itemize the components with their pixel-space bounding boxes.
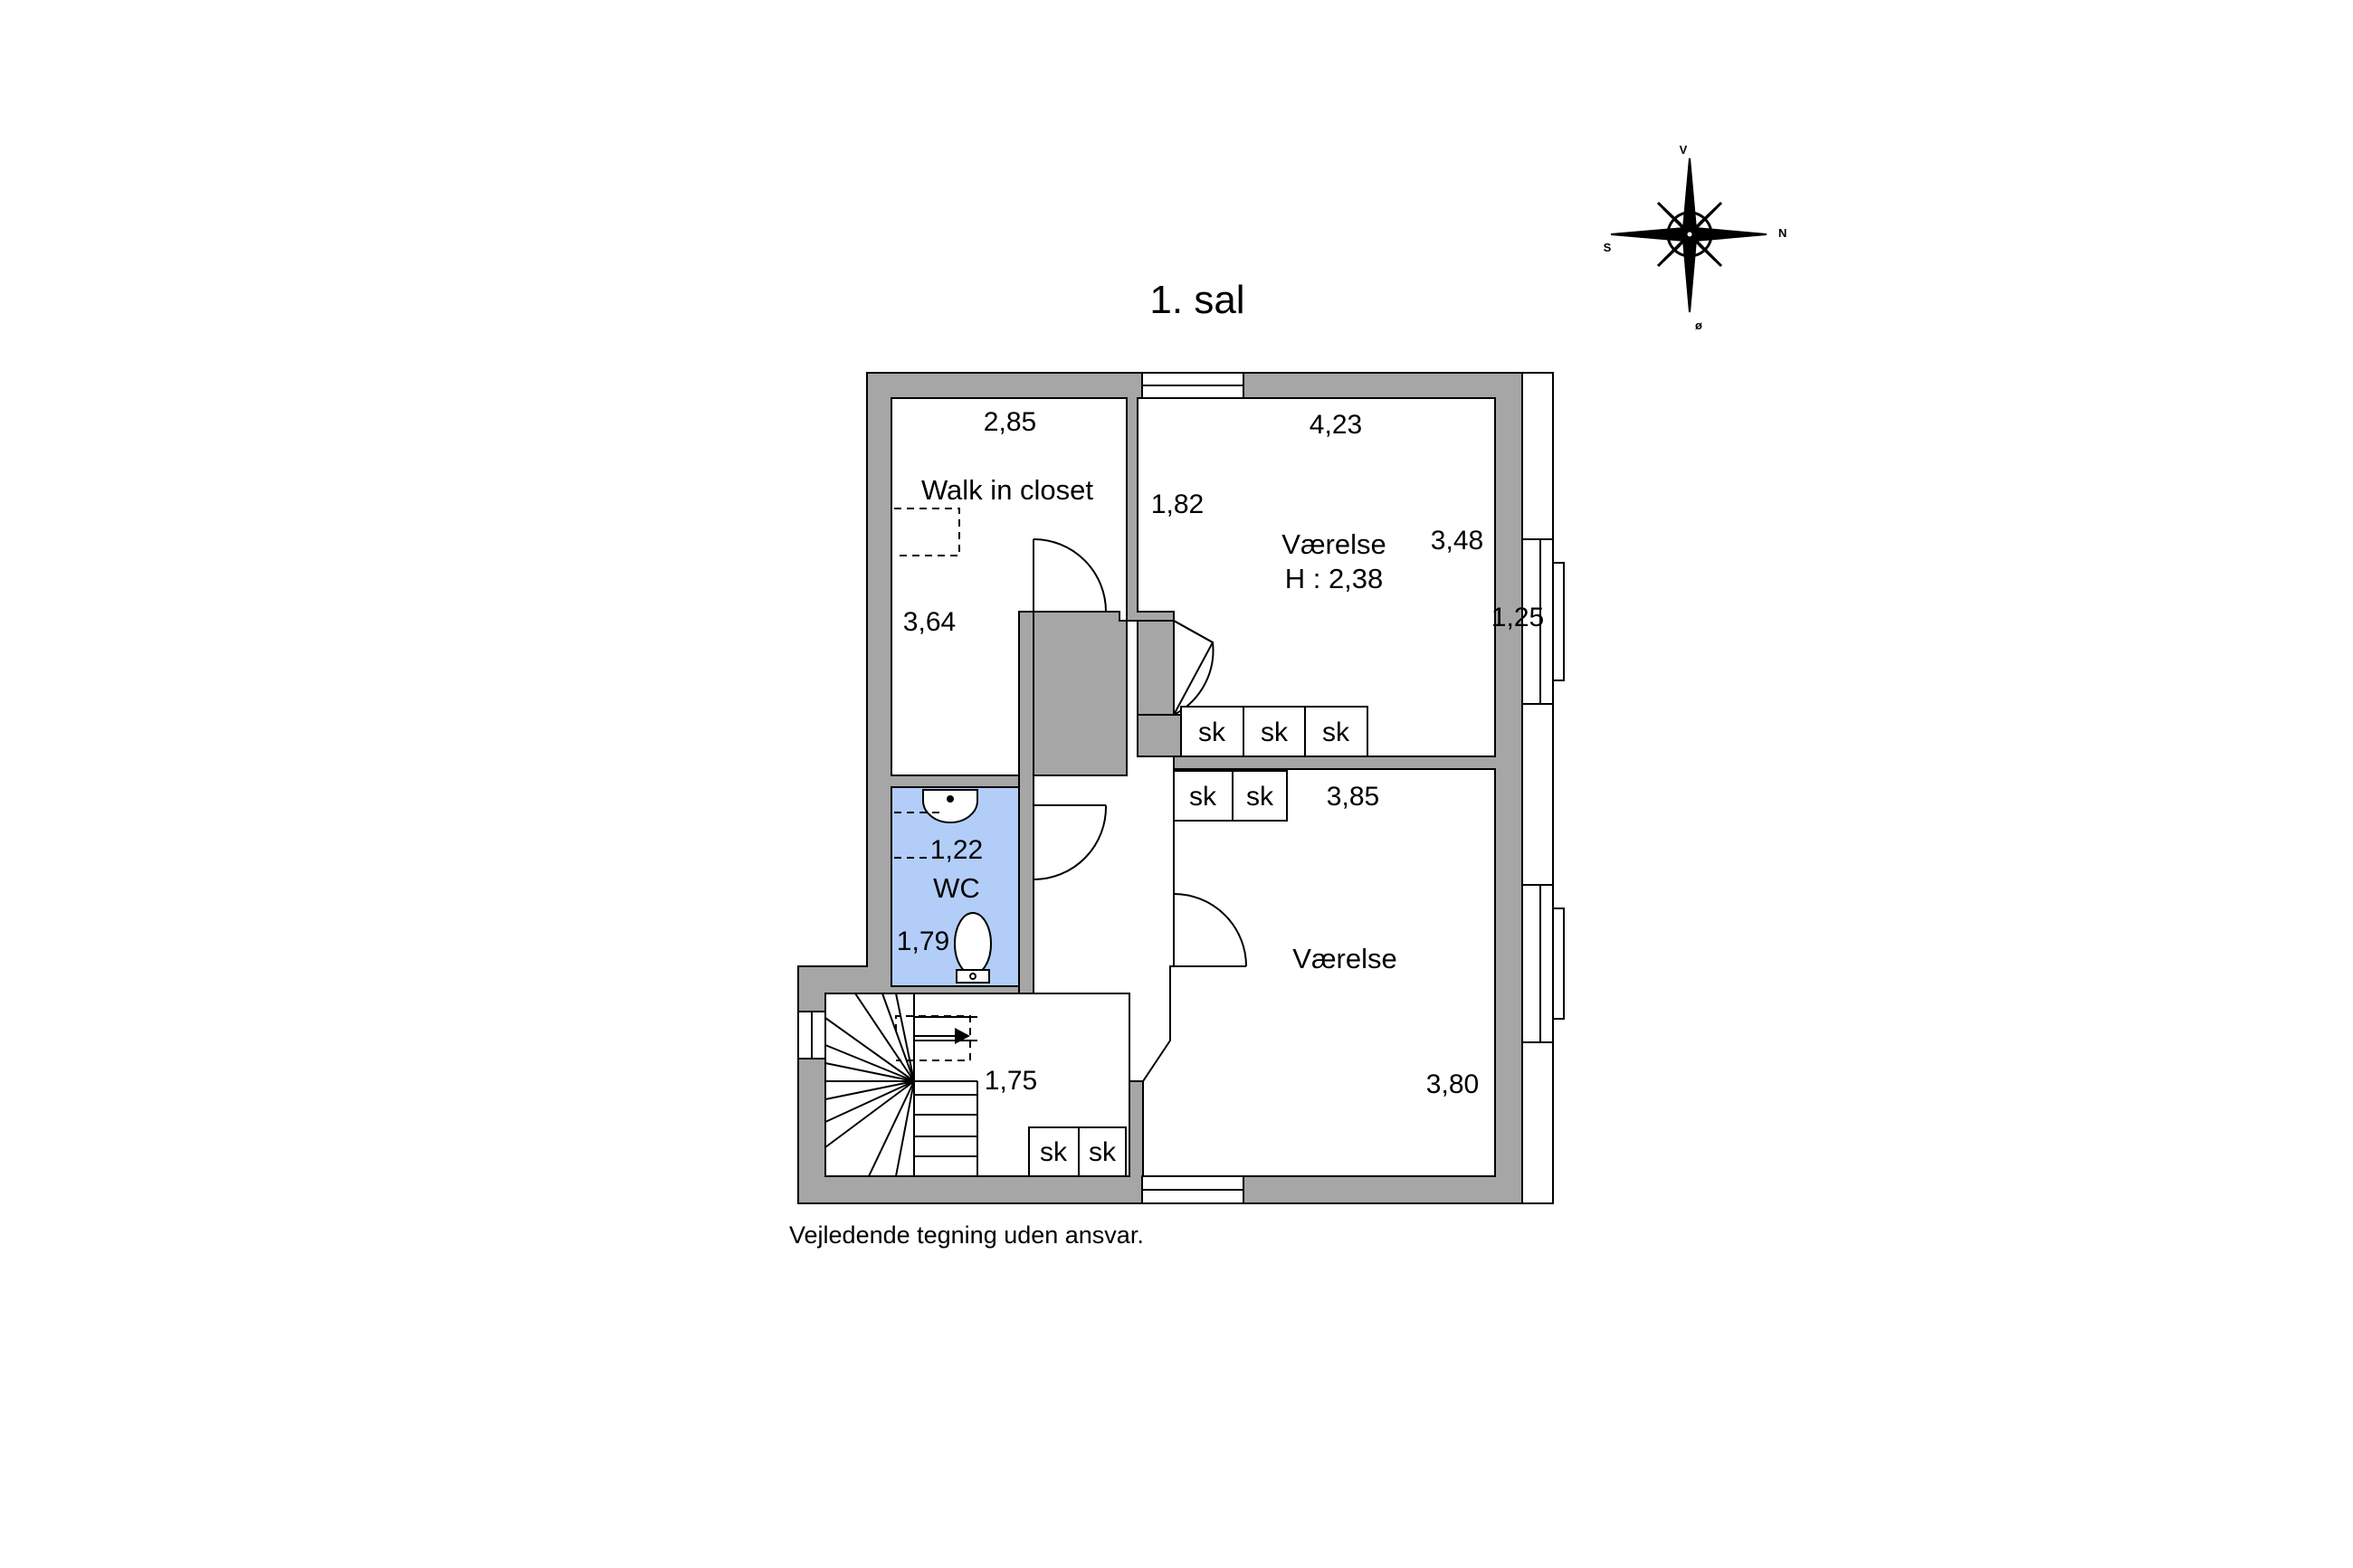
vaerelse-1-height: H : 2,38 — [1285, 563, 1384, 594]
wc-length: 1,79 — [897, 927, 949, 956]
stair-arrow-icon — [914, 1028, 970, 1044]
door-vaerelse-2 — [1173, 893, 1247, 967]
wc-width: 1,22 — [930, 835, 983, 865]
door-walk-in-closet — [1033, 538, 1107, 613]
balcony-strip — [1521, 372, 1554, 1204]
window-right-lower — [1521, 884, 1565, 1043]
vaerelse-2-length: 3,80 — [1426, 1069, 1479, 1099]
window-bottom — [1141, 1175, 1244, 1204]
floor-title: 1. sal — [1149, 278, 1244, 322]
door-vaerelse-1 — [1173, 620, 1215, 716]
closet-width: 2,85 — [984, 407, 1036, 437]
closet-length: 3,64 — [903, 607, 956, 637]
vaerelse-1-name: Værelse — [1281, 528, 1386, 560]
vaerelse-1-length: 3,48 — [1431, 526, 1483, 556]
cabinet-label: sk — [1322, 717, 1350, 747]
closet-dashed-outline — [894, 508, 960, 556]
window-right-upper — [1521, 538, 1565, 705]
cabinet-label: sk — [1246, 782, 1274, 812]
cabinet-label: sk — [1198, 717, 1226, 747]
cabinet-row-middle — [1173, 770, 1288, 822]
window-stair — [797, 1011, 826, 1060]
cabinet-label: sk — [1089, 1137, 1117, 1167]
vaerelse-1-dim-b: 1,25 — [1491, 603, 1544, 632]
compass-label-left: S — [1604, 241, 1612, 254]
compass-label-right: N — [1778, 226, 1786, 240]
cabinet-label: sk — [1040, 1137, 1068, 1167]
vaerelse-1-dim-a: 1,82 — [1151, 489, 1204, 519]
vaerelse-2-name: Værelse — [1292, 943, 1396, 974]
cabinet-row-hall — [1028, 1126, 1127, 1177]
cabinet-label: sk — [1261, 717, 1289, 747]
hall-dim: 1,75 — [985, 1066, 1037, 1096]
stair-dashed-outline — [895, 1015, 971, 1061]
compass-rose-icon: V N ø S — [1604, 143, 1787, 332]
vaerelse-2-width: 3,85 — [1327, 782, 1379, 812]
vaerelse-1-width: 4,23 — [1310, 410, 1362, 440]
staircase — [824, 993, 978, 1177]
cabinet-label: sk — [1189, 782, 1217, 812]
wc-dashed-outline — [894, 812, 941, 859]
wc-name: WC — [933, 872, 980, 904]
sink-icon — [922, 789, 978, 823]
wall-stub — [1137, 714, 1188, 757]
toilet-icon — [954, 912, 992, 984]
compass-label-top: V — [1680, 143, 1688, 157]
window-top — [1141, 372, 1244, 399]
cabinet-row-upper — [1180, 706, 1368, 757]
door-wc — [1033, 804, 1108, 880]
compass-label-bottom: ø — [1695, 318, 1702, 332]
closet-name: Walk in closet — [921, 474, 1093, 506]
wall-corridor-left — [1018, 611, 1034, 994]
disclaimer: Vejledende tegning uden ansvar. — [789, 1221, 1144, 1249]
